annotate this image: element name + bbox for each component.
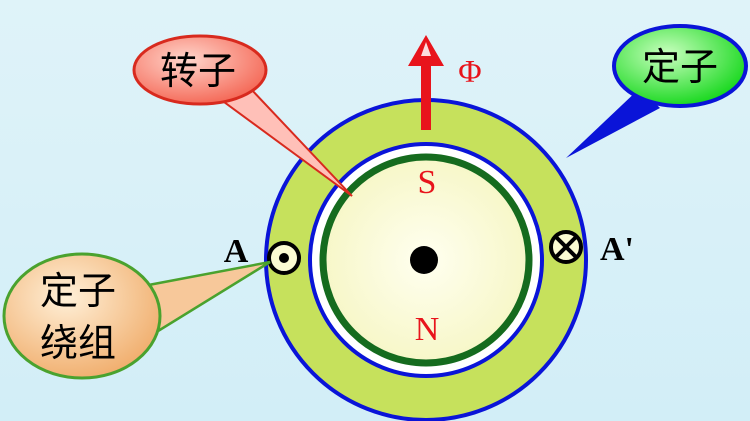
terminal-a-label: A: [224, 233, 249, 270]
stator-callout: 定子: [566, 24, 748, 158]
stator-callout-bubble: [612, 24, 748, 108]
winding-callout-line1: 定子: [40, 269, 116, 313]
winding-callout-line2: 绕组: [40, 321, 116, 365]
flux-label: Φ: [458, 53, 481, 89]
rotor: [319, 153, 533, 367]
winding-callout-bubble: [2, 252, 162, 380]
north-pole-label: N: [415, 311, 440, 348]
shaft-dot-icon: [410, 246, 438, 274]
flux-arrow-shaft: [421, 64, 431, 130]
rotor-callout-bubble: [132, 34, 268, 106]
flux-arrow: [408, 35, 444, 130]
dot-circle-icon: [267, 241, 301, 275]
cross-circle-icon: [549, 230, 583, 264]
rotor-callout: 转子: [132, 34, 353, 197]
stator-callout-label: 定子: [642, 45, 718, 89]
south-pole-label: S: [418, 164, 437, 201]
terminal-a-prime-label: A': [600, 231, 634, 268]
stator-callout-pointer: [566, 88, 660, 158]
winding-callout: 定子 绕组: [2, 252, 271, 380]
rotor-callout-label: 转子: [160, 49, 236, 93]
